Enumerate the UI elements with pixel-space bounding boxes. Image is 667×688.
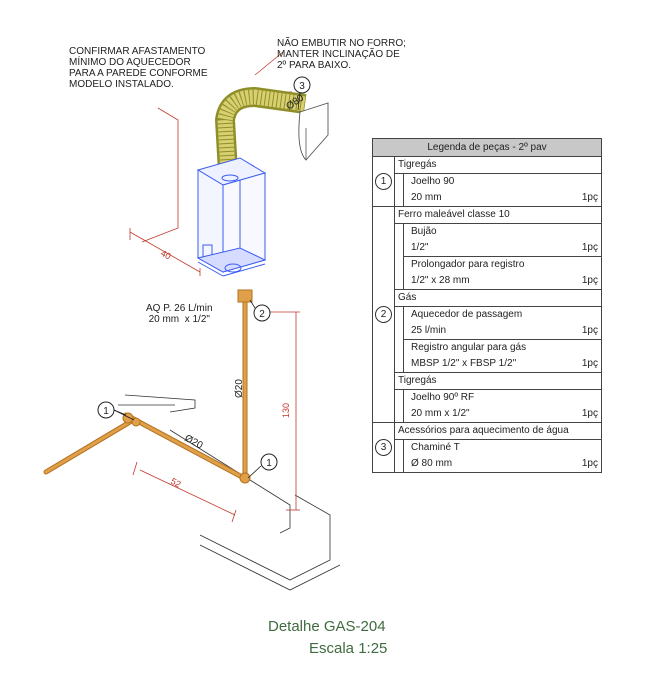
legend-item-spec: 25 l/min (411, 325, 447, 336)
legend-item-spec: MBSP 1/2" x FBSP 1/2" (411, 358, 517, 369)
legend-item-spec-row: 20 mm 1pç (404, 190, 601, 206)
legend-item-quantity: 1pç (581, 192, 598, 203)
legend-item-name: Joelho 90º RF (411, 392, 475, 403)
legend-item-spec-row: Ø 80 mm 1pç (404, 456, 601, 472)
scale-label: Escala 1:25 (309, 640, 388, 657)
legend-item-name: Prolongador para registro (411, 259, 525, 270)
dimension-40: 40 (159, 248, 173, 262)
legend-item-spec-row: 1/2" x 28 mm 1pç (404, 273, 601, 289)
callout-2-label: 2 (259, 309, 265, 320)
legend-item-spec: 1/2" (411, 242, 429, 253)
wall-outline (118, 394, 341, 591)
callout-leaders (113, 92, 301, 479)
legend-item-quantity: 1pç (581, 275, 598, 286)
legend-item-name: Joelho 90 (411, 176, 455, 187)
legend-item-spec: 1/2" x 28 mm (411, 275, 470, 286)
dimension-52: 52 (169, 476, 183, 490)
legend-item-quantity: 1pç (581, 325, 598, 336)
note-afastamento: CONFIRMAR AFASTAMENTO MÍNIMO DO AQUECEDO… (69, 46, 208, 90)
water-heater (196, 157, 267, 277)
legend-group-number-cell: 3 (373, 423, 395, 472)
legend-item-spec-row: MBSP 1/2" x FBSP 1/2" 1pç (404, 356, 601, 372)
dimension-diameter-20-vertical: Ø20 (234, 379, 245, 398)
legend-group-number: 1 (375, 173, 392, 190)
legend-item-quantity: 1pç (581, 408, 598, 419)
legend-item-name: Bujão (411, 226, 437, 237)
legend-category: Acessórios para aquecimento de água (395, 423, 601, 440)
legend-item-name: Chaminé T (411, 442, 460, 453)
legend-item-name: Aquecedor de passagem (411, 309, 523, 320)
legend-group-number: 3 (375, 439, 392, 456)
detail-title: Detalhe GAS-204 (268, 618, 386, 635)
legend-item-quantity: 1pç (581, 358, 598, 369)
dimension-lines (129, 51, 300, 523)
note-aquecedor: AQ P. 26 L/min 20 mm x 1/2" (146, 303, 213, 325)
legend-category: Tigregás (395, 373, 601, 390)
legend-group-number-cell: 1 (373, 157, 395, 206)
note-forro: NÃO EMBUTIR NO FORRO; MANTER INCLINAÇÃO … (277, 38, 406, 71)
legend-item-spec-row: 1/2" 1pç (404, 240, 601, 257)
chimney (214, 86, 329, 173)
gas-pipes (43, 289, 253, 484)
legend-item-spec: 20 mm x 1/2" (411, 408, 470, 419)
legend-item-quantity: 1pç (581, 458, 598, 469)
legend-category: Gás (395, 290, 601, 307)
legend-group-number: 2 (375, 306, 392, 323)
callout-circles (97, 76, 311, 471)
legend-category: Ferro maleável classe 10 (395, 207, 601, 224)
callout-3-label: 3 (299, 81, 305, 92)
legend-item-name: Registro angular para gás (411, 342, 527, 353)
dimension-130: 130 (281, 403, 291, 418)
legend-item-spec: 20 mm (411, 192, 442, 203)
legend-item-quantity: 1pç (581, 242, 598, 253)
legend-header: Legenda de peças - 2º pav (373, 139, 601, 157)
callout-1-label-a: 1 (103, 406, 109, 417)
legend-item-spec-row: 20 mm x 1/2" 1pç (404, 406, 601, 422)
legend-item-spec: Ø 80 mm (411, 458, 453, 469)
callout-1-label-b: 1 (266, 458, 272, 469)
legend-item-spec-row: 25 l/min 1pç (404, 323, 601, 340)
legend-category: Tigregás (395, 157, 601, 174)
legend-group-number-cell: 2 (373, 207, 395, 422)
